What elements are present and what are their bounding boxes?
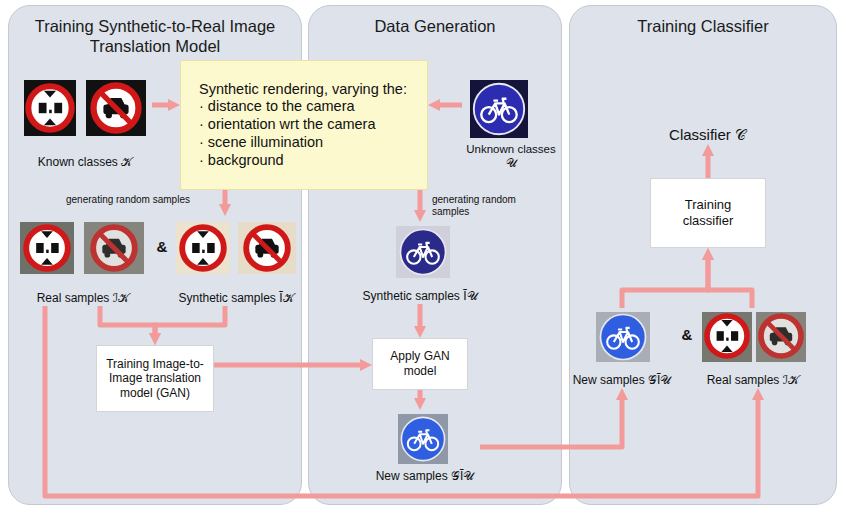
process-box: Training classifier: [650, 178, 766, 248]
and-sign: &: [153, 238, 171, 256]
no-car-sign: [94, 86, 139, 131]
note-text: · distance to the camera: [199, 98, 409, 116]
render-ground: [396, 226, 450, 278]
new-sample-image: [398, 414, 448, 464]
note-text: · orientation wrt the camera: [199, 116, 409, 134]
render-ground: [176, 222, 230, 274]
flow-arrow: [214, 363, 360, 368]
synthetic-sample-images: [176, 222, 296, 274]
synthetic-unknown-image: [396, 226, 450, 278]
no-car-sign: [93, 227, 135, 269]
no-car-sign: [761, 316, 801, 356]
height-sign: [28, 86, 71, 129]
image-group: New samples 𝒢Ĩ𝒰: [370, 410, 480, 484]
height-sign: [182, 227, 224, 269]
flow-arrow: [706, 156, 711, 178]
and-sign: &: [677, 326, 697, 344]
process-box: Training Image-to-Image translation mode…: [96, 345, 214, 412]
no-car-sign: [246, 227, 288, 269]
stage-panel: Training ClassifierClassifier 𝒞 Training …: [569, 5, 837, 505]
image-ground: [86, 80, 146, 136]
image-caption: New samples 𝒢Ĩ𝒰: [568, 373, 676, 388]
flow-arrow: [45, 306, 758, 496]
image-group: Known classes 𝒦: [18, 78, 152, 170]
image-caption: Unknown classes 𝒰: [462, 142, 560, 170]
process-box: Apply GAN model: [372, 338, 468, 390]
render-ground: [238, 222, 296, 274]
photo-ground: [398, 414, 448, 464]
image-group: New samples 𝒢Ĩ𝒰: [568, 308, 676, 388]
image-group: Unknown classes 𝒰: [462, 78, 560, 170]
real-sample-images: [702, 312, 806, 362]
flow-arrow: [440, 103, 462, 108]
flow-arrow: [223, 190, 228, 204]
panel-title: Data Generation: [309, 16, 561, 36]
image-ground: [470, 80, 528, 138]
bicycle-sign: [401, 417, 444, 460]
photo-ground: [702, 312, 752, 362]
image-caption: Real samples ℐ𝒦: [14, 291, 152, 306]
height-sign: [707, 316, 747, 356]
bicycle-sign: [474, 84, 524, 134]
note-text: · background: [199, 152, 409, 170]
image-caption: Known classes 𝒦: [18, 155, 152, 170]
flow-arrow: [155, 306, 225, 333]
step-note: generating random samples: [66, 194, 206, 206]
flow-arrow: [100, 306, 155, 333]
note-text: · scene illumination: [199, 134, 409, 152]
bicycle-sign: [601, 315, 646, 360]
photo-ground: [756, 312, 806, 362]
bicycle-sign: [401, 230, 446, 275]
output-text: Classifier 𝒞: [640, 126, 775, 144]
box-text: Training classifier: [659, 197, 757, 229]
image-group: Synthetic samples Ĩ𝒰: [352, 222, 488, 304]
step-note: generating random samples: [432, 194, 544, 218]
connectors: [45, 105, 758, 496]
flow-arrow: [418, 304, 423, 326]
photo-ground: [596, 312, 650, 362]
image-caption: New samples 𝒢Ĩ𝒰: [370, 469, 480, 484]
panel-title: Training Classifier: [570, 16, 836, 36]
image-caption: Synthetic samples Ĩ𝒦: [172, 291, 300, 306]
height-sign: [26, 227, 68, 269]
flow-arrow: [418, 190, 423, 210]
unknown-class-image: [470, 80, 528, 138]
image-group: Real samples ℐ𝒦: [14, 216, 152, 306]
box-text: Apply GAN model: [381, 349, 459, 378]
flow-arrow: [480, 400, 622, 447]
image-caption: Real samples ℐ𝒦: [698, 373, 808, 388]
image-ground: [24, 80, 76, 136]
photo-ground: [84, 222, 144, 274]
flow-arrow: [152, 103, 168, 108]
output-label: Classifier 𝒞: [640, 112, 775, 144]
flow-arrow: [622, 260, 708, 308]
known-class-images: [24, 80, 146, 136]
image-group: Real samples ℐ𝒦: [698, 308, 808, 388]
photo-ground: [20, 222, 74, 274]
box-text: Training Image-to-Image translation mode…: [105, 357, 205, 401]
flow-arrow: [418, 390, 423, 398]
panel-title: Training Synthetic-to-Real Image Transla…: [9, 16, 301, 56]
image-group: Synthetic samples Ĩ𝒦: [172, 216, 300, 306]
new-sample-image: [596, 312, 650, 362]
note-box: Synthetic rendering, varying the:· dista…: [180, 60, 428, 190]
image-caption: Synthetic samples Ĩ𝒰: [352, 289, 488, 304]
flow-arrow: [708, 260, 752, 308]
real-sample-images: [20, 222, 144, 274]
note-text: Synthetic rendering, varying the:: [199, 81, 409, 99]
